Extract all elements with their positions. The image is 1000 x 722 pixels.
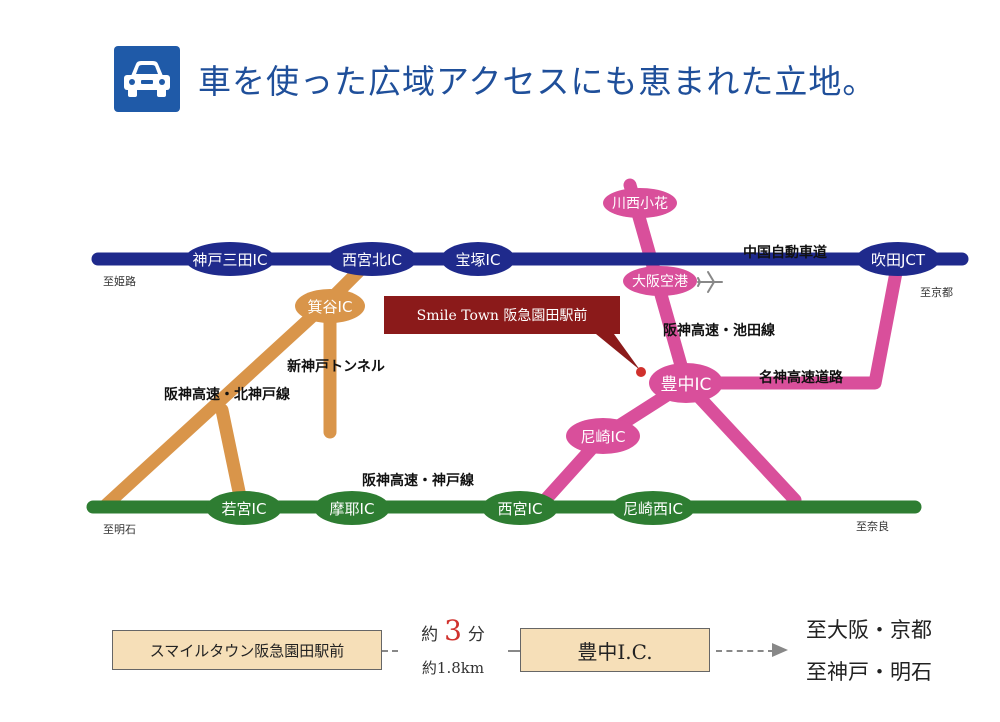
road-label-shinkobe-tunnel: 新神戸トンネル <box>287 358 385 375</box>
road-label-hanshin-kitakobe: 阪神高速・北神戸線 <box>164 386 290 403</box>
ic-nishinomiya: 西宮IC <box>482 491 558 525</box>
route-time-value: 3 <box>444 614 462 647</box>
route-from: スマイルタウン阪急園田駅前 <box>112 630 382 670</box>
direction-kyoto: 至京都 <box>920 285 953 299</box>
site-pin-icon <box>636 367 646 377</box>
svg-text:西宮IC: 西宮IC <box>498 500 543 518</box>
direction-nara: 至奈良 <box>856 519 889 533</box>
ic-amagasaki-nishi: 尼崎西IC <box>611 491 695 525</box>
svg-text:大阪空港: 大阪空港 <box>632 274 688 290</box>
svg-text:摩耶IC: 摩耶IC <box>330 500 375 518</box>
svg-text:宝塚IC: 宝塚IC <box>456 251 501 269</box>
route-connector-right <box>508 650 520 652</box>
ic-osaka-airport: 大阪空港 <box>623 266 697 296</box>
route-connector-left <box>382 650 398 652</box>
svg-text:吹田JCT: 吹田JCT <box>871 251 926 269</box>
ic-amagasaki: 尼崎IC <box>566 418 640 454</box>
ic-maya: 摩耶IC <box>314 491 390 525</box>
arrow-right-icon <box>772 643 788 657</box>
svg-text:川西小花: 川西小花 <box>612 196 668 212</box>
road-label-hanshin-kobe: 阪神高速・神戸線 <box>362 472 474 489</box>
route-distance: 約1.8km <box>421 659 485 677</box>
road-lines <box>86 178 969 515</box>
route-arrow-line <box>716 650 774 652</box>
ic-minoo: 箕谷IC <box>295 289 365 323</box>
svg-text:箕谷IC: 箕谷IC <box>308 298 353 316</box>
airplane-icon <box>697 271 723 293</box>
svg-text:尼崎IC: 尼崎IC <box>581 428 626 446</box>
ic-wakamiya: 若宮IC <box>206 491 282 525</box>
ic-suita-jct: 吹田JCT <box>856 242 940 276</box>
road-label-hanshin-ikeda: 阪神高速・池田線 <box>663 322 775 339</box>
route-destination-osaka: 至大阪・京都 <box>806 618 932 642</box>
route-time-prefix: 約 <box>421 625 439 645</box>
ic-kawanishi: 川西小花 <box>603 188 677 218</box>
site-marker: Smile Town 阪急園田駅前 <box>384 296 646 377</box>
road-line-meishin <box>679 255 905 390</box>
svg-text:尼崎西IC: 尼崎西IC <box>623 500 683 518</box>
road-label-chugoku: 中国自動車道 <box>743 244 827 261</box>
ic-kobe-sanda: 神戸三田IC <box>185 242 275 276</box>
route-destination-kobe: 至神戸・明石 <box>806 660 932 684</box>
route-to: 豊中I.C. <box>520 628 710 672</box>
car-icon <box>114 46 180 112</box>
road-label-meishin: 名神高速道路 <box>759 369 844 386</box>
road-line-kita-kobe <box>98 293 337 513</box>
page-title: 車を使った広域アクセスにも恵まれた立地。 <box>198 62 877 101</box>
svg-text:豊中IC: 豊中IC <box>661 375 712 395</box>
svg-text:西宮北IC: 西宮北IC <box>342 251 402 269</box>
ic-takarazuka: 宝塚IC <box>441 242 515 276</box>
ic-nishinomiya-kita: 西宮北IC <box>327 242 417 276</box>
road-line-kita-kobe-branch <box>215 403 249 513</box>
svg-text:神戸三田IC: 神戸三田IC <box>193 251 268 269</box>
route-time-suffix: 分 <box>467 625 485 645</box>
ic-toyonaka: 豊中IC <box>649 363 723 403</box>
direction-himeji: 至姫路 <box>103 274 136 288</box>
road-line-ikeda-south <box>679 376 802 507</box>
site-label: Smile Town 阪急園田駅前 <box>417 307 588 324</box>
road-map: 神戸三田IC 西宮北IC 宝塚IC 吹田JCT 箕谷IC 川西小花 大阪空港 豊… <box>86 178 969 536</box>
direction-akashi: 至明石 <box>103 523 136 536</box>
svg-text:若宮IC: 若宮IC <box>222 500 267 518</box>
header: 車を使った広域アクセスにも恵まれた立地。 <box>114 46 876 112</box>
